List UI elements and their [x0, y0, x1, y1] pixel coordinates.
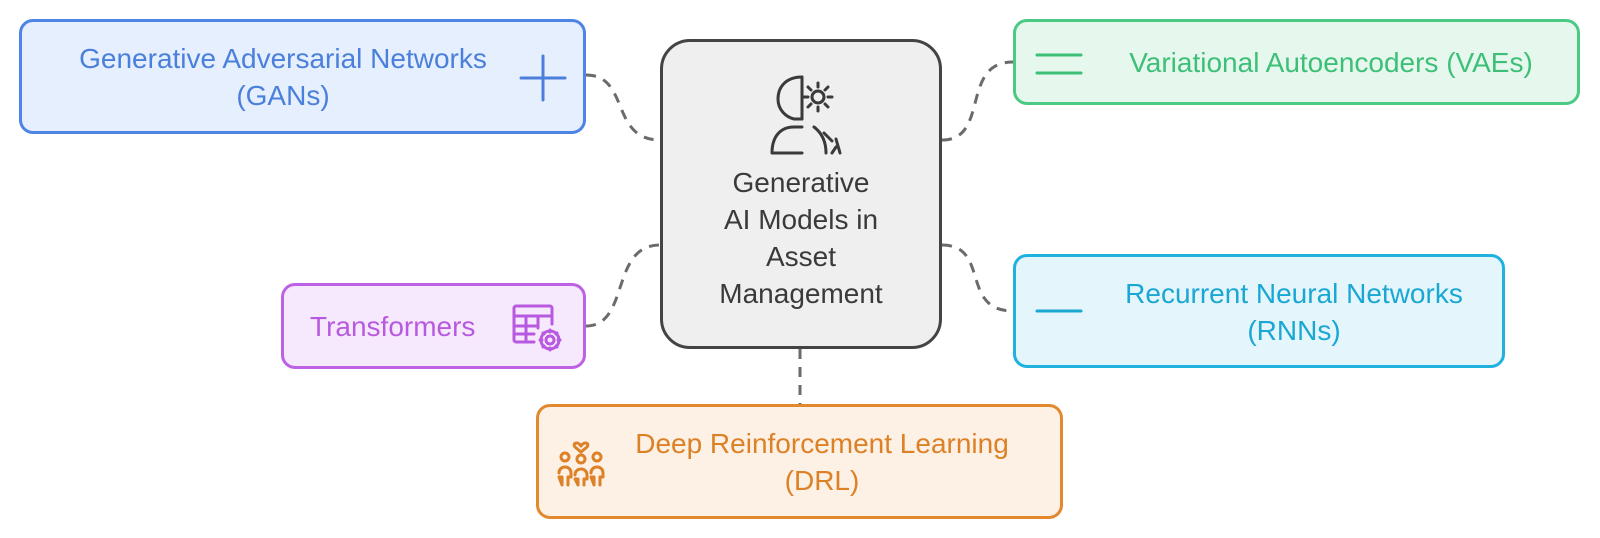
table-settings-icon [512, 304, 564, 354]
rnns-label-line-2: (RNNs) [1247, 315, 1341, 346]
node-drl[interactable]: Deep Reinforcement Learning (DRL) [536, 404, 1063, 519]
connector-gans [585, 73, 661, 142]
gans-label: Generative Adversarial Networks (GANs) [30, 40, 536, 114]
central-topic-label: Generative AI Models in Asset Management [663, 164, 939, 312]
central-topic-node[interactable]: Generative AI Models in Asset Management [660, 39, 942, 349]
equals-icon [1035, 51, 1083, 77]
node-vaes[interactable]: Variational Autoencoders (VAEs) [1013, 19, 1580, 105]
group-heart-icon [556, 437, 606, 487]
rnns-label-line-1: Recurrent Neural Networks [1125, 278, 1463, 309]
gans-label-line-1: Generative Adversarial Networks [79, 43, 487, 74]
drl-label-line-2: (DRL) [784, 465, 860, 496]
node-rnns[interactable]: Recurrent Neural Networks (RNNs) [1013, 254, 1505, 368]
connector-transformers [585, 243, 661, 328]
central-label-line-2: AI Models in [723, 204, 879, 235]
central-label-line-3: Asset [765, 241, 837, 272]
gans-label-line-2: (GANs) [236, 80, 330, 111]
vaes-label: Variational Autoencoders (VAEs) [1129, 47, 1533, 78]
transformers-label: Transformers [310, 311, 476, 342]
drl-label: Deep Reinforcement Learning (DRL) [607, 425, 1037, 499]
central-label-line-4: Management [719, 278, 883, 309]
drl-label-line-1: Deep Reinforcement Learning [635, 428, 1009, 459]
rnns-label: Recurrent Neural Networks (RNNs) [1094, 275, 1494, 349]
node-gans[interactable]: Generative Adversarial Networks (GANs) [19, 19, 586, 134]
minus-icon [1035, 308, 1083, 314]
connector-rnns [941, 243, 1014, 313]
central-label-line-1: Generative [732, 167, 870, 198]
node-transformers[interactable]: Transformers [281, 283, 586, 369]
plus-icon [519, 54, 567, 102]
connector-vaes [941, 60, 1014, 142]
person-gear-icon [766, 75, 842, 155]
